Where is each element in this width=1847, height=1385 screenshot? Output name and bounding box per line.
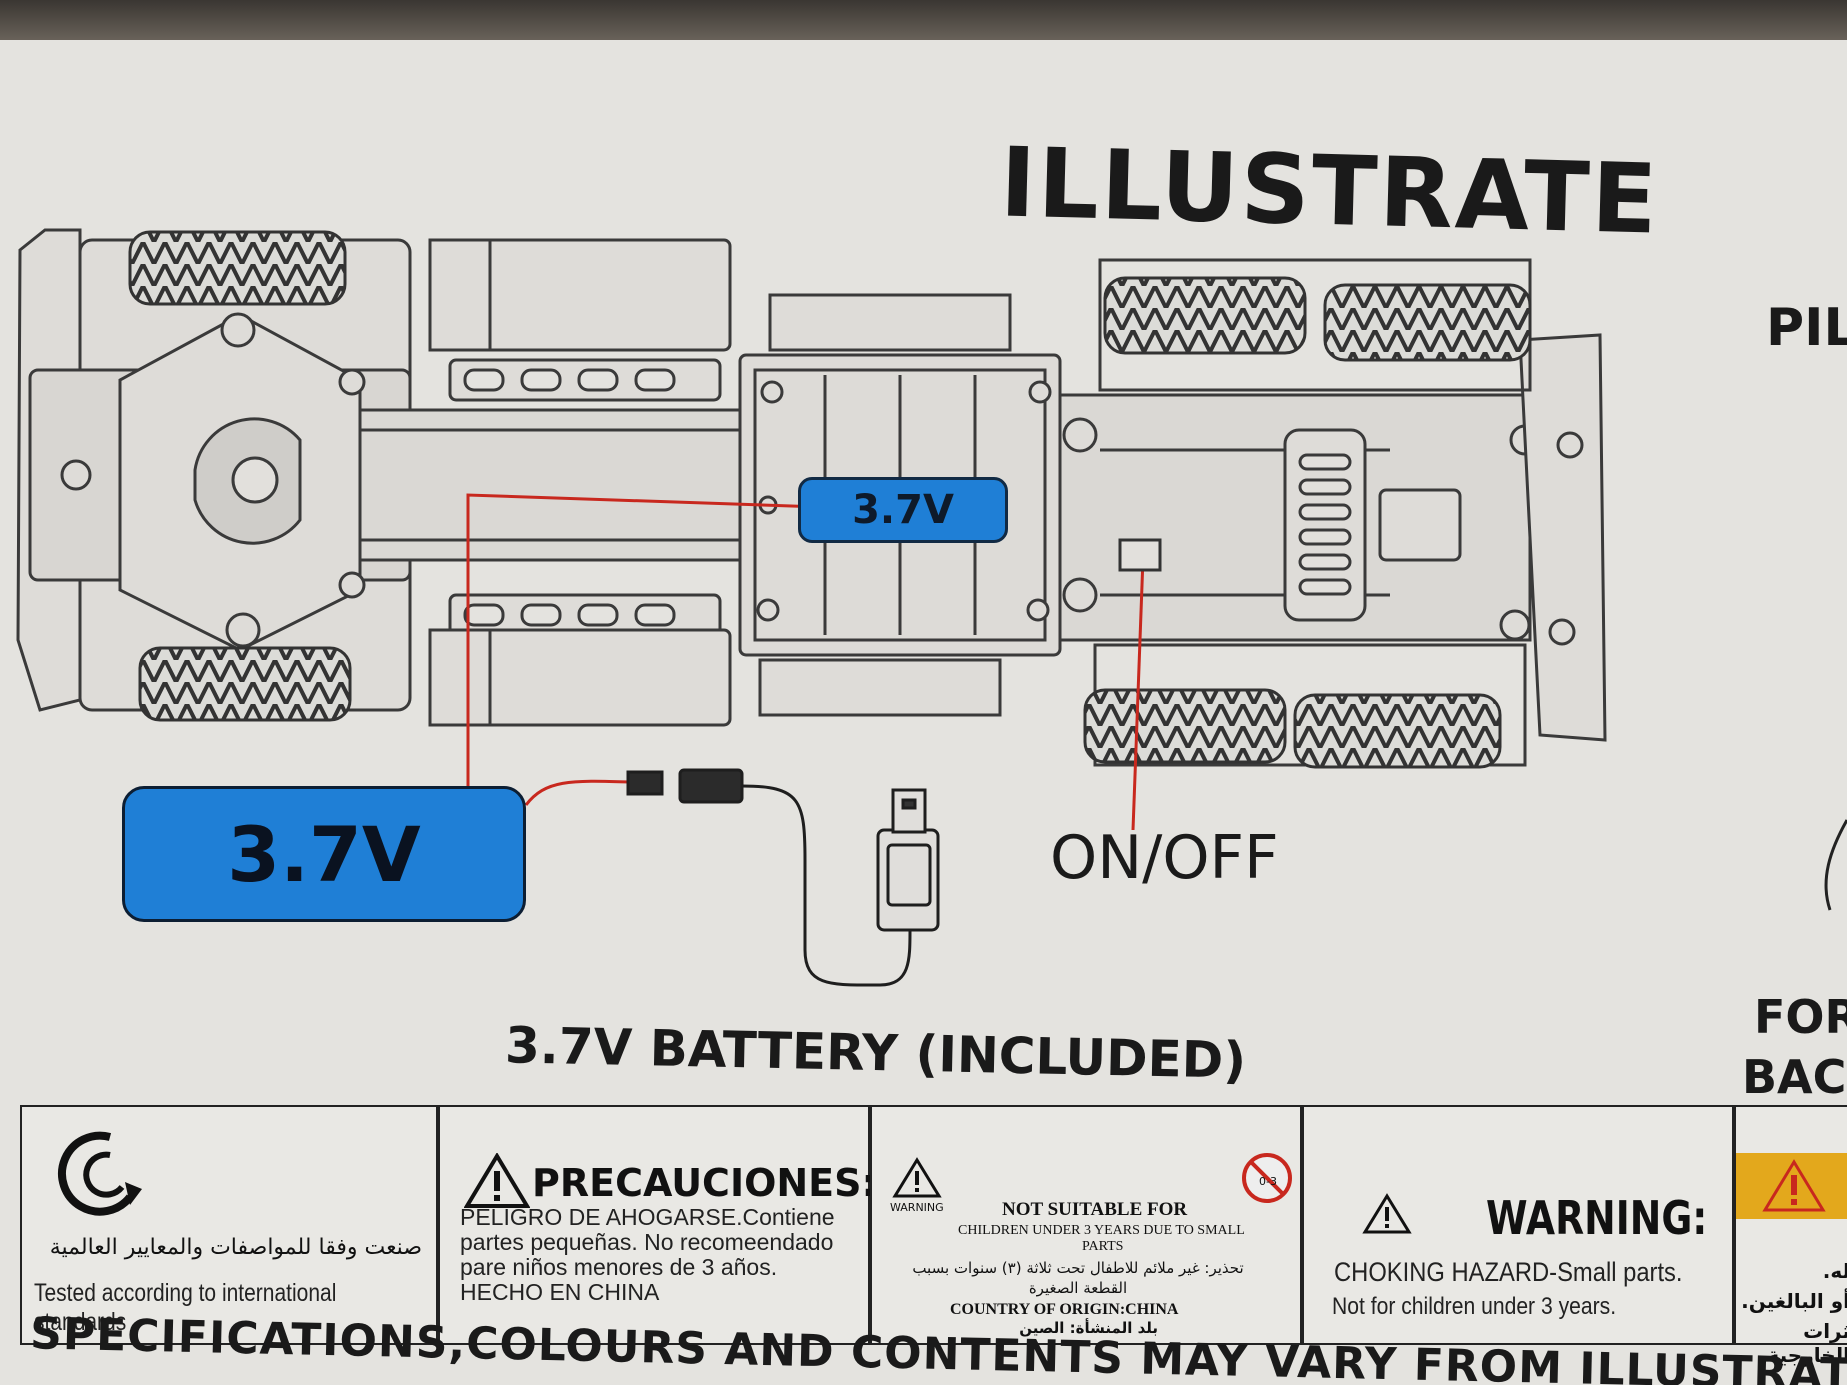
not-suitable-heading: NOT SUITABLE FOR bbox=[1002, 1199, 1188, 1220]
country-of-origin: COUNTRY OF ORIGIN:CHINA bbox=[950, 1301, 1179, 1318]
precauciones-line-4: HECHO EN CHINA bbox=[460, 1279, 660, 1305]
battery-bay-voltage-badge: 3.7V bbox=[798, 477, 1008, 543]
not-suitable-arabic-2: القطعة الصغيرة bbox=[1028, 1279, 1128, 1297]
standards-logo-icon bbox=[58, 1131, 142, 1216]
power-switch-label: ON/OFF bbox=[1050, 823, 1279, 893]
partial-ar-line-3: ثرات الخارجية. bbox=[1759, 1319, 1847, 1367]
warning-line-2: Not for children under 3 years. bbox=[1332, 1293, 1617, 1320]
warning-triangle-yellow-icon bbox=[1762, 1159, 1826, 1212]
side-label-pil: PIL bbox=[1766, 298, 1847, 358]
precauciones-line-1: PELIGRO DE AHOGARSE.Contiene bbox=[460, 1204, 835, 1230]
precauciones-text: PELIGRO DE AHOGARSE.Contiene partes pequ… bbox=[460, 1205, 835, 1305]
top-band bbox=[0, 0, 1847, 44]
warning-line-1: CHOKING HAZARD-Small parts. bbox=[1334, 1257, 1683, 1287]
warning-triangle-icon bbox=[464, 1153, 530, 1208]
not-suitable-line-2: PARTS bbox=[1082, 1239, 1124, 1254]
warning-triangle-small-icon bbox=[892, 1157, 942, 1198]
precauciones-line-2: partes pequeñas. No recomeendado bbox=[460, 1229, 834, 1255]
warning-triangle-icon-2 bbox=[1362, 1193, 1412, 1234]
safety-panels: صنعت وفقا للمواصفات والمعايير العالمية T… bbox=[20, 1105, 1847, 1367]
age-badge-text: 0-3 bbox=[1259, 1175, 1277, 1188]
side-label-for: FOR bbox=[1754, 990, 1847, 1044]
not-suitable-line-1: CHILDREN UNDER 3 YEARS DUE TO SMALL bbox=[958, 1223, 1245, 1238]
partial-ar-line-2: أو البالغين. bbox=[1741, 1289, 1847, 1313]
precauciones-panel: PRECAUCIONES: PELIGRO DE AHOGARSE.Contie… bbox=[438, 1105, 877, 1345]
no-small-children-icon: 0-3 bbox=[1242, 1153, 1292, 1203]
not-suitable-panel: WARNING NOT SUITABLE FOR CHILDREN UNDER … bbox=[870, 1105, 1302, 1345]
precauciones-line-3: pare niños menores de 3 años. bbox=[460, 1254, 778, 1280]
partial-ar-line-1: له. bbox=[1822, 1259, 1847, 1283]
warning-small-label: WARNING bbox=[890, 1201, 944, 1214]
warning-panel: WARNING: CHOKING HAZARD-Small parts. Not… bbox=[1302, 1105, 1734, 1345]
warning-heading: WARNING: bbox=[1486, 1191, 1708, 1245]
standards-panel: صنعت وفقا للمواصفات والمعايير العالمية T… bbox=[20, 1105, 438, 1345]
country-of-origin-arabic: بلد المنشأة: الصين bbox=[1019, 1319, 1158, 1337]
switch-marker bbox=[1118, 538, 1162, 572]
standards-arabic-text: صنعت وفقا للمواصفات والمعايير العالمية bbox=[49, 1235, 422, 1260]
battery-pack-voltage-badge: 3.7V bbox=[122, 786, 526, 922]
side-label-bac: BAC bbox=[1742, 1050, 1847, 1104]
standards-english-text: Tested according to international standa… bbox=[34, 1279, 337, 1336]
precauciones-heading: PRECAUCIONES: bbox=[532, 1161, 877, 1205]
partial-arabic-panel: له. أو البالغين. ثرات الخارجية. bbox=[1734, 1105, 1847, 1367]
not-suitable-arabic-1: تحذير: غير ملائم للاطفال تحت ثلاثة (٣) س… bbox=[912, 1259, 1244, 1277]
